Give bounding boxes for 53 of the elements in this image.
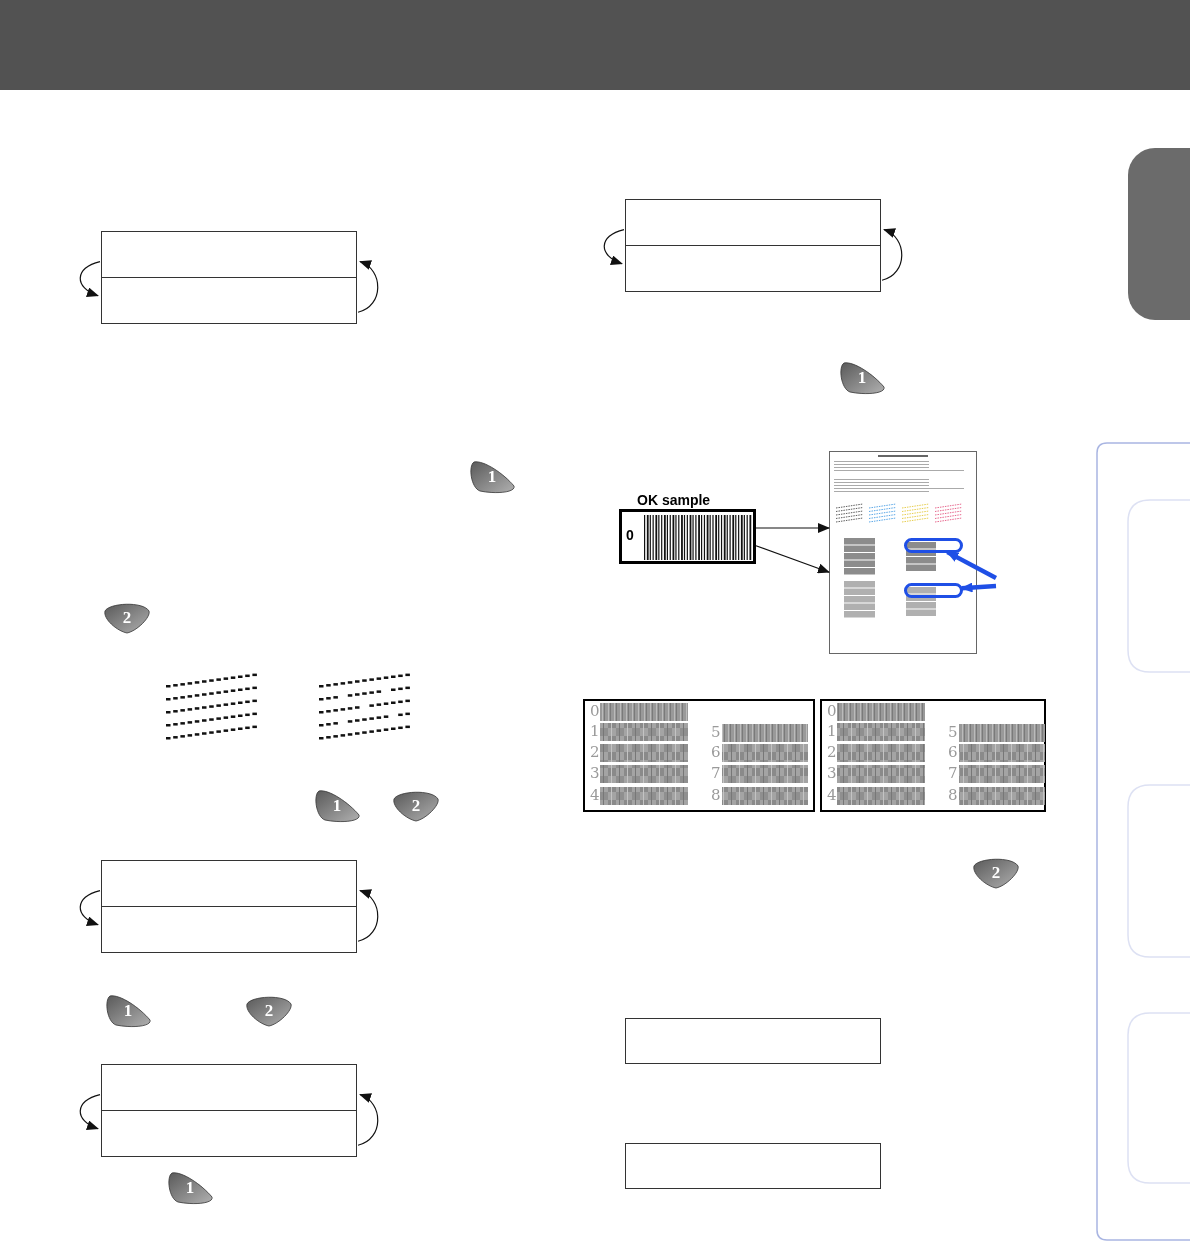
sample-number: 0 — [626, 527, 634, 543]
row-number: 6 — [711, 745, 721, 760]
row-number: 6 — [948, 745, 958, 760]
arrow — [603, 228, 625, 265]
row-number: 2 — [827, 745, 837, 760]
row-number: 5 — [711, 725, 721, 740]
arrow — [755, 545, 830, 574]
row-number: 7 — [711, 766, 721, 781]
number-key: 1 — [313, 789, 361, 823]
number-key: 1 — [838, 361, 886, 395]
display-box — [625, 245, 881, 292]
row-number: 4 — [827, 788, 837, 803]
row-number: 7 — [948, 766, 958, 781]
sample-label: OK sample — [637, 492, 711, 508]
number-key: 2 — [103, 601, 151, 635]
number-key: 2 — [245, 994, 293, 1028]
check-sheet-drawing — [829, 451, 977, 654]
row-number: 3 — [827, 766, 837, 781]
side-tab — [1128, 148, 1190, 320]
display-box — [101, 1110, 357, 1157]
number-key: 1 — [468, 460, 516, 494]
arrow — [960, 582, 997, 593]
display-box — [101, 860, 357, 907]
row-number: 5 — [948, 725, 958, 740]
row-number: 0 — [827, 704, 837, 719]
row-number: 4 — [590, 788, 600, 803]
number-key: 2 — [392, 789, 440, 823]
display-box — [101, 231, 357, 278]
number-key: 1 — [104, 994, 152, 1028]
arrow — [755, 523, 830, 533]
row-number: 3 — [590, 766, 600, 781]
display-box — [625, 199, 881, 246]
row-number: 0 — [590, 704, 600, 719]
row-number: 2 — [590, 745, 600, 760]
arrow — [357, 260, 379, 313]
number-key: 2 — [972, 856, 1020, 890]
arrow — [79, 1093, 101, 1130]
arrow — [881, 228, 903, 281]
row-number: 1 — [827, 724, 837, 739]
arrow — [79, 260, 101, 297]
number-key: 1 — [166, 1171, 214, 1205]
arrow — [946, 550, 998, 580]
display-box — [625, 1018, 881, 1064]
display-box — [625, 1143, 881, 1189]
display-box — [101, 277, 357, 324]
arrow — [79, 889, 101, 926]
display-box — [101, 906, 357, 953]
row-number: 8 — [711, 788, 721, 803]
arrow — [357, 1093, 379, 1146]
arrow — [357, 889, 379, 942]
row-number: 1 — [590, 724, 600, 739]
row-number: 8 — [948, 788, 958, 803]
display-box — [101, 1064, 357, 1111]
